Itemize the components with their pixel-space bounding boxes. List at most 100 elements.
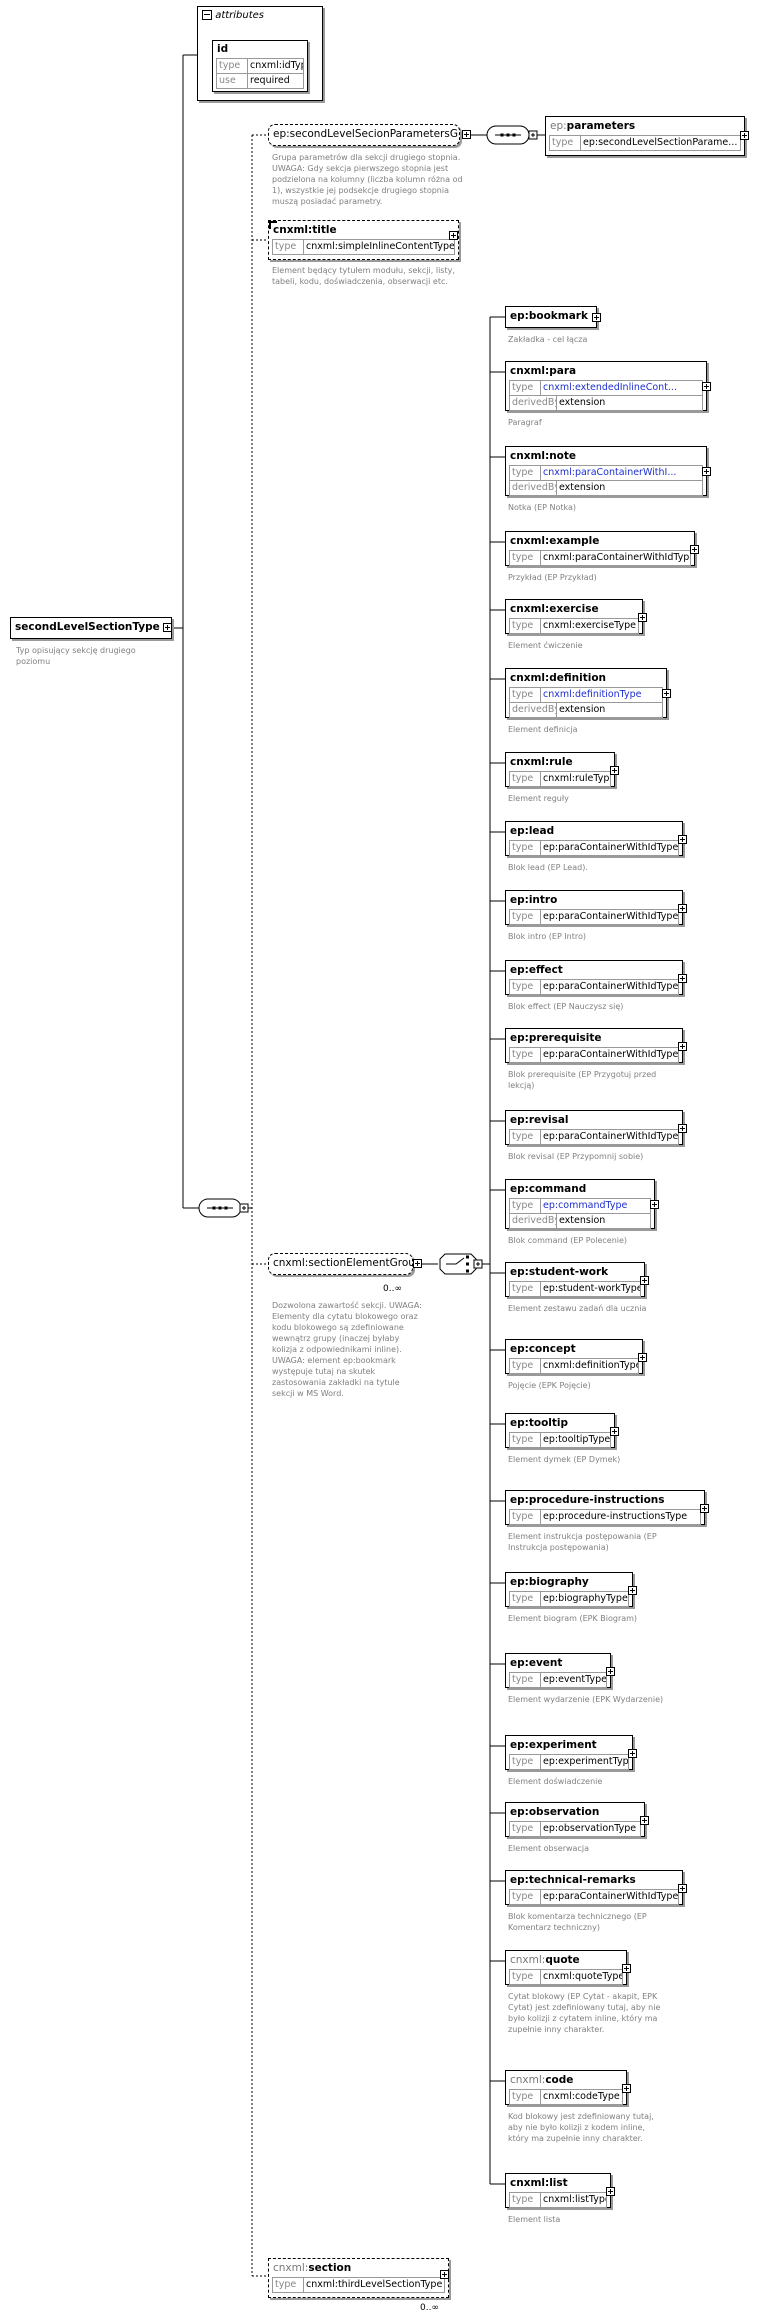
property-key: type	[510, 980, 541, 994]
element-name: cnxml:exercise	[510, 603, 599, 615]
element-expand-icon[interactable]	[678, 974, 687, 983]
section-occurrence: 0..∞	[420, 2303, 439, 2313]
element-ep-bookmark[interactable]: ep:bookmark	[505, 306, 597, 328]
property-key: type	[510, 910, 541, 924]
element-name: code	[545, 2074, 574, 2086]
collapse-icon[interactable]	[202, 10, 212, 20]
element-expand-icon[interactable]	[702, 467, 711, 476]
section-element-group-expand-icon[interactable]	[413, 1259, 422, 1268]
element-expand-icon[interactable]	[640, 1816, 649, 1825]
element-expand-icon[interactable]	[640, 1276, 649, 1285]
title-expand-icon[interactable]	[449, 231, 458, 240]
property-value: cnxml:exerciseType	[543, 620, 636, 631]
element-expand-icon[interactable]	[678, 835, 687, 844]
element-expand-icon[interactable]	[638, 613, 647, 622]
element-expand-icon[interactable]	[702, 382, 711, 391]
element-expand-icon[interactable]	[690, 545, 699, 554]
parameters-prefix: ep:	[550, 120, 567, 132]
element-expand-icon[interactable]	[628, 1586, 637, 1595]
element-expand-icon[interactable]	[650, 1200, 659, 1209]
property-value: cnxml:paraContainerWithI...	[543, 467, 677, 478]
element-expand-icon[interactable]	[662, 689, 671, 698]
property-value: ep:observationType	[543, 1823, 637, 1834]
element-expand-icon[interactable]	[678, 1124, 687, 1133]
element-expand-icon[interactable]	[638, 1353, 647, 1362]
section-prefix: cnxml:	[273, 2262, 309, 2274]
property-value: cnxml:thirdLevelSectionType	[306, 2279, 443, 2290]
property-key: type	[510, 1970, 541, 1984]
element-expand-icon[interactable]	[678, 1042, 687, 1051]
section-element-group-description: Dozwolona zawartość sekcji. UWAGA: Eleme…	[272, 1301, 422, 1398]
element-expand-icon[interactable]	[606, 1667, 615, 1676]
property-key: type	[510, 1510, 541, 1524]
property-key: type	[510, 1890, 541, 1904]
section-element-group-box[interactable]: cnxml:sectionElementGroup	[268, 1253, 413, 1275]
root-type-box[interactable]: secondLevelSectionType	[10, 617, 172, 639]
section-expand-icon[interactable]	[440, 2270, 449, 2279]
element-name: quote	[545, 1954, 580, 1966]
element-expand-icon[interactable]	[700, 1504, 709, 1513]
params-group-expand-icon[interactable]	[462, 130, 471, 139]
property-value: ep:paraContainerWithIdType	[543, 1891, 678, 1902]
property-key: type	[510, 1673, 541, 1687]
property-key: type	[510, 1359, 541, 1373]
element-expand-icon[interactable]	[628, 1749, 637, 1758]
element-expand-icon[interactable]	[622, 2084, 631, 2093]
property-key: type	[510, 2090, 541, 2104]
property-value: cnxml:definitionType	[543, 1360, 638, 1371]
property-value: cnxml:extendedInlineCont...	[543, 382, 677, 393]
element-expand-icon[interactable]	[610, 766, 619, 775]
root-expand-icon[interactable]	[163, 623, 172, 632]
params-group-box[interactable]: ep:secondLevelSecionParametersGr...	[268, 124, 460, 146]
element-expand-icon[interactable]	[610, 1427, 619, 1436]
element-expand-icon[interactable]	[678, 1884, 687, 1893]
element-description: Kod blokowy jest zdefiniowany tutaj, aby…	[508, 2112, 654, 2143]
element-expand-icon[interactable]	[622, 1964, 631, 1973]
parameters-expand-icon[interactable]	[740, 131, 749, 140]
property-key: use	[217, 74, 248, 88]
element-name: ep:intro	[510, 894, 558, 906]
element-name: ep:effect	[510, 964, 563, 976]
element-expand-icon[interactable]	[592, 313, 601, 322]
property-key: type	[510, 1130, 541, 1144]
element-name: ep:command	[510, 1183, 587, 1195]
element-expand-icon[interactable]	[606, 2187, 615, 2196]
element-description: Blok effect (EP Nauczysz się)	[508, 1002, 624, 1011]
attributes-header[interactable]: attributes	[202, 10, 264, 22]
parameters-name: parameters	[566, 120, 636, 132]
element-expand-icon[interactable]	[678, 904, 687, 913]
